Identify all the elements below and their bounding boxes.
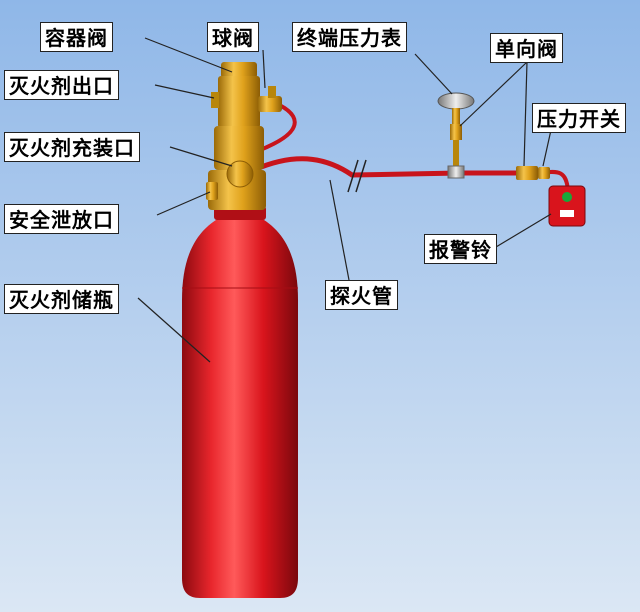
label-end-pressure-gauge: 终端压力表 [292,22,407,52]
tube-break-mark [347,159,367,193]
label-detection-tube: 探火管 [325,280,398,310]
pressure-switch [538,167,550,179]
ball-valve [258,86,282,112]
label-extinguishant-outlet: 灭火剂出口 [4,70,119,100]
label-ball-valve: 球阀 [207,22,259,52]
label-storage-cylinder: 灭火剂储瓶 [4,284,119,314]
leader-lines [137,37,552,363]
check-valve [516,166,538,180]
label-check-valve: 单向阀 [490,33,563,63]
label-pressure-switch: 压力开关 [532,103,626,133]
safety-relief-port [206,182,218,200]
label-container-valve: 容器阀 [40,22,113,52]
label-extinguishant-fill-port: 灭火剂充装口 [4,132,140,162]
alarm-bell [548,185,586,227]
label-safety-relief-port: 安全泄放口 [4,204,119,234]
storage-cylinder [182,206,298,598]
container-valve [208,62,266,210]
label-alarm-bell: 报警铃 [424,234,497,264]
pressure-gauge [437,92,475,179]
